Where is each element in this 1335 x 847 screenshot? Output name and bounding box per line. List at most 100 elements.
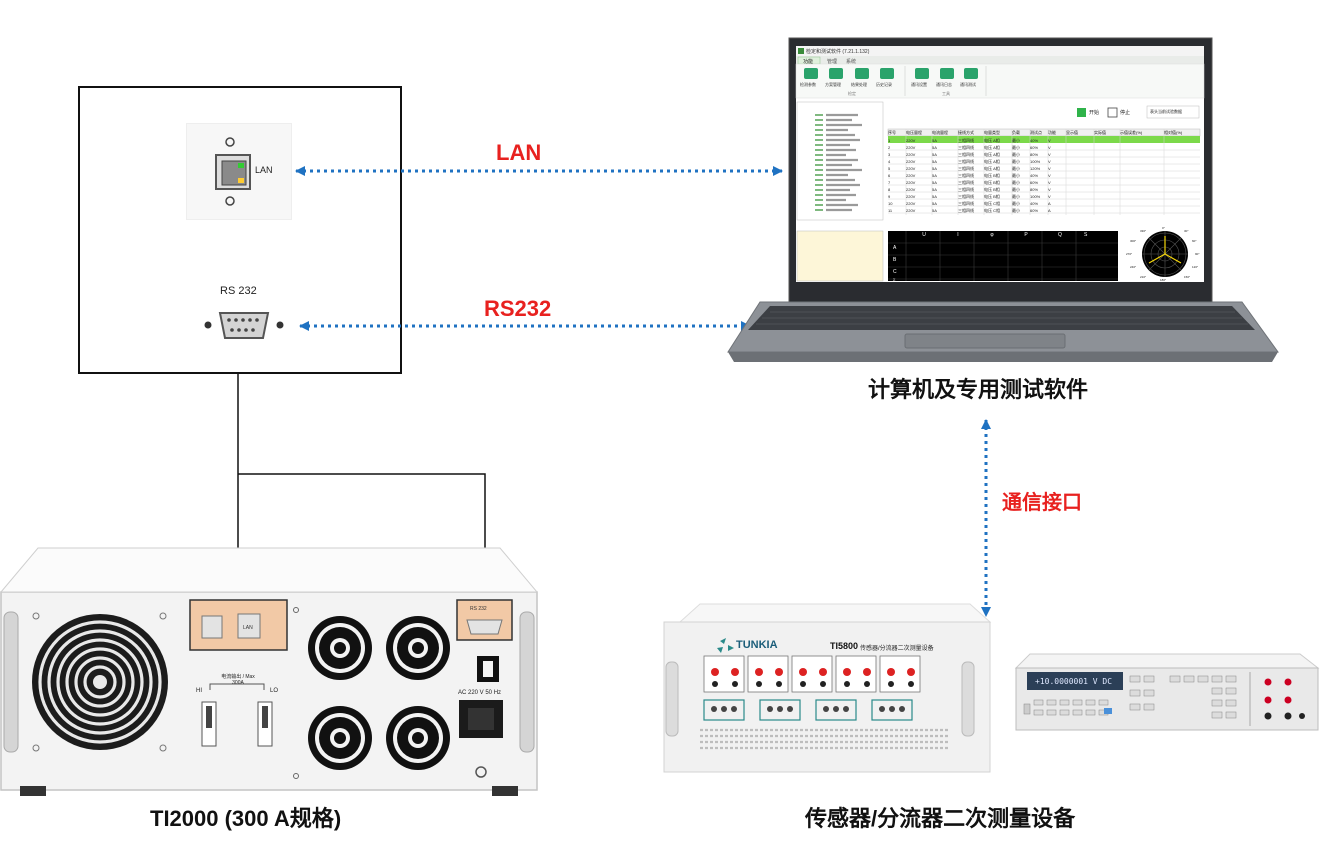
polar-label-150: 150° [1184, 275, 1191, 279]
table-cell: 220V [906, 194, 916, 199]
polar-label-60: 60° [1192, 239, 1197, 243]
table-cell: 3 [888, 152, 891, 157]
table-cell: 最小 [1012, 138, 1020, 143]
table-cell: 三相四线 [958, 180, 974, 185]
ti5800-device [663, 603, 992, 773]
table-cell: 三相四线 [958, 152, 974, 157]
table-cell: 三相四线 [958, 138, 974, 143]
table-cell: 100% [1030, 159, 1041, 164]
terminal-1 [308, 616, 372, 680]
table-cell: 60% [1030, 180, 1039, 185]
col-load: 负载 [1012, 130, 1020, 135]
ti2000-device [0, 547, 539, 796]
source-caption: TI2000 (300 A规格) [150, 806, 342, 831]
tunkia-brand: TUNKIA [736, 639, 778, 651]
table-cell: 三相四线 [958, 166, 974, 171]
computer-caption: 计算机及专用测试软件 [868, 377, 1089, 402]
toolbar-btn-comm-log[interactable]: 通讯日志 [936, 82, 952, 87]
table-cell: 最小 [1012, 180, 1020, 185]
software-window [795, 46, 1205, 282]
dmm-device [1014, 653, 1320, 731]
table-cell: 最小 [1012, 166, 1020, 171]
col-function: 功能 [1048, 130, 1056, 135]
phasor-col-i: I [957, 232, 959, 238]
toolbar-btn-comm-settings[interactable]: 通讯设置 [911, 82, 927, 87]
comm-interface-label: 通信接口 [1002, 492, 1082, 514]
toolbar-btn-params[interactable]: 检测参数 [800, 82, 816, 87]
table-cell: V [1048, 187, 1051, 192]
tab-function[interactable]: 功能 [803, 59, 814, 65]
table-cell: 120% [1030, 166, 1041, 171]
start-button[interactable]: 开始 [1089, 110, 1100, 116]
terminal-4 [386, 706, 450, 770]
toolbar-btn-plan[interactable]: 方案管理 [825, 82, 841, 87]
table-cell: 60% [1030, 145, 1039, 150]
table-cell: 三相四线 [958, 201, 974, 206]
table-cell: 电压 B相 [984, 173, 1000, 178]
table-cell: 电压 A相 [984, 152, 1000, 157]
phasor-col-q: Q [1058, 232, 1062, 238]
table-cell: 220V [906, 201, 916, 206]
rs232-port-icon [204, 312, 284, 339]
table-cell: V [1048, 152, 1051, 157]
polar-label-330: 330° [1140, 229, 1147, 233]
export-button[interactable]: 表头当前试验数据 [1150, 109, 1182, 114]
table-cell: 三相四线 [958, 194, 974, 199]
stop-button[interactable]: 停止 [1120, 110, 1131, 116]
table-cell: 电压 B相 [984, 187, 1000, 192]
table-cell: 最小 [1012, 145, 1020, 150]
dmm-display: +10.0000001 V DC [1035, 677, 1113, 686]
lan-link-label: LAN [496, 140, 542, 165]
table-cell: 最小 [1012, 159, 1020, 164]
polar-label-210: 210° [1140, 275, 1147, 279]
table-cell: 40% [1030, 173, 1039, 178]
toolbar-btn-comm-test[interactable]: 通讯测试 [960, 82, 976, 87]
polar-label-180: 180° [1160, 278, 1167, 282]
table-cell: 最小 [1012, 187, 1020, 192]
table-cell: V [1048, 159, 1051, 164]
phasor-row-b: B [893, 257, 897, 263]
table-cell: 5A [932, 173, 937, 178]
table-cell: A [1048, 201, 1051, 206]
table-cell: 8 [888, 187, 891, 192]
table-cell: V [1048, 138, 1051, 143]
table-cell: 220V [906, 145, 916, 150]
tab-manage[interactable]: 管理 [827, 59, 838, 65]
table-cell: V [1048, 173, 1051, 178]
polar-label-300: 300° [1130, 239, 1137, 243]
table-cell: 220V [906, 180, 916, 185]
toolbar-btn-history[interactable]: 历史记录 [876, 82, 892, 87]
table-cell: 6 [888, 173, 891, 178]
table-cell: 三相四线 [958, 145, 974, 150]
phasor-row-a: A [893, 245, 897, 251]
table-cell: 40% [1030, 138, 1039, 143]
col-voltage-range: 电压量程 [906, 130, 922, 135]
table-cell: V [1048, 180, 1051, 185]
table-cell: 60% [1030, 208, 1039, 213]
tab-system[interactable]: 系统 [846, 59, 857, 65]
toolbar-btn-result[interactable]: 结果处理 [851, 82, 867, 87]
col-index: 序号 [888, 130, 896, 135]
table-cell: 三相四线 [958, 159, 974, 164]
col-display: 显示值 [1066, 130, 1078, 135]
table-cell: 电压 A相 [984, 145, 1000, 150]
phasor-col-p: P [1024, 232, 1028, 238]
table-cell: 220V [906, 166, 916, 171]
table-cell: 11 [888, 208, 893, 213]
table-cell: 5A [932, 208, 937, 213]
current-output-label: 电流输出 / Max 300A [221, 674, 255, 686]
polar-label-270: 270° [1126, 252, 1133, 256]
